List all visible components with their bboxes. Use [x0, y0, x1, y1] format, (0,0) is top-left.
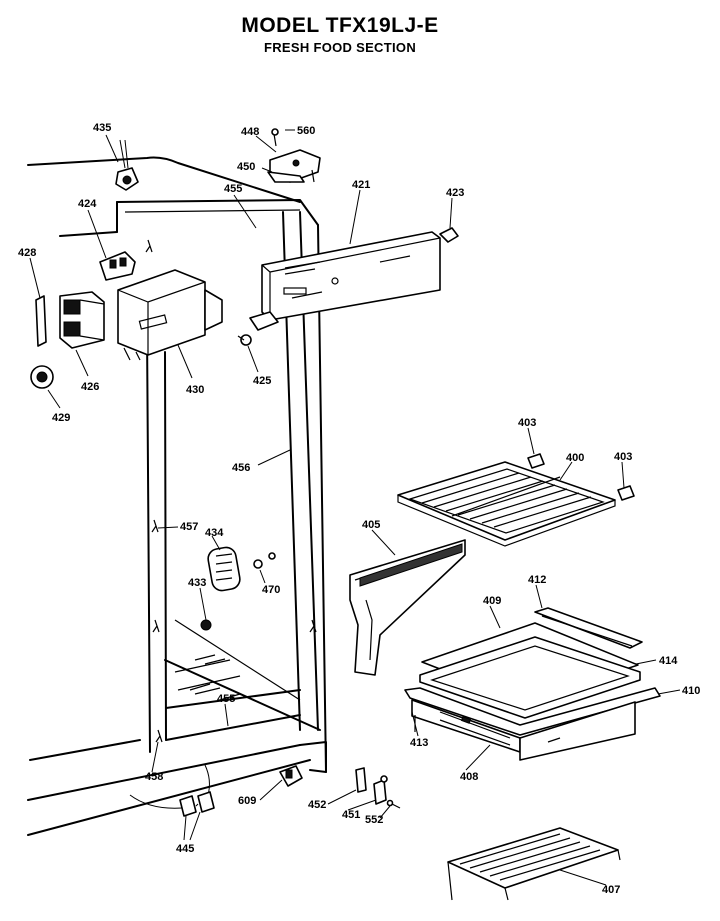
label-410: 410 [682, 685, 700, 697]
model-title: MODEL TFX19LJ-E [241, 14, 439, 37]
label-445: 445 [176, 843, 194, 855]
section-subtitle: FRESH FOOD SECTION [263, 40, 417, 55]
part-423-lamp [439, 227, 459, 243]
label-456: 456 [232, 462, 250, 474]
label-433: 433 [188, 577, 206, 589]
label-451: 451 [342, 809, 360, 821]
part-number-labels: 435 448 560 450 421 423 455 424 428 426 … [18, 122, 700, 896]
part-412-rail [534, 607, 643, 649]
part-552-screw [386, 799, 401, 809]
label-609: 609 [238, 795, 256, 807]
part-470-plug [253, 552, 276, 569]
part-430-control-housing [117, 269, 223, 361]
label-400: 400 [566, 452, 584, 464]
label-426: 426 [81, 381, 99, 393]
part-435-light-socket [115, 139, 139, 191]
part-433-screw [200, 619, 212, 631]
label-429: 429 [52, 412, 70, 424]
label-450: 450 [237, 161, 255, 173]
label-407: 407 [602, 884, 620, 896]
label-457: 457 [180, 521, 198, 533]
label-434: 434 [205, 527, 224, 539]
part-414-frame [419, 636, 641, 719]
label-435: 435 [93, 122, 111, 134]
part-405-pan-frame [349, 539, 466, 676]
label-458: 458 [145, 771, 163, 783]
label-448: 448 [241, 126, 259, 138]
part-426-light-housing [59, 291, 105, 349]
label-405: 405 [362, 519, 380, 531]
part-429-knob [30, 365, 54, 389]
part-452-clip [355, 767, 367, 793]
label-409: 409 [483, 595, 501, 607]
part-445-harness [179, 791, 215, 817]
label-552: 552 [365, 814, 383, 826]
part-400-wire-shelf [397, 461, 616, 547]
label-455-top: 455 [224, 183, 242, 195]
label-455-bottom: 455 [217, 693, 235, 705]
part-403-support-left [527, 453, 545, 469]
part-408-crisper-drawer [404, 687, 661, 761]
part-421-control-panel [249, 231, 441, 331]
label-414: 414 [659, 655, 678, 667]
cabinet-liner [27, 156, 327, 836]
label-421: 421 [352, 179, 370, 191]
part-609-switch [279, 765, 303, 787]
label-413: 413 [410, 737, 428, 749]
label-423: 423 [446, 187, 464, 199]
label-403-right: 403 [614, 451, 632, 463]
part-407-lower-shelf [447, 827, 621, 901]
label-452: 452 [308, 799, 326, 811]
label-424: 424 [78, 198, 97, 210]
label-403-left: 403 [518, 417, 536, 429]
leader-lines [29, 129, 681, 886]
label-428: 428 [18, 247, 36, 259]
part-425-screw [237, 334, 252, 346]
label-470: 470 [262, 584, 280, 596]
part-428-bracket [35, 295, 47, 347]
label-408: 408 [460, 771, 478, 783]
part-451-bracket [373, 775, 388, 805]
label-425: 425 [253, 375, 271, 387]
part-403-support-right [617, 485, 635, 501]
label-430: 430 [186, 384, 204, 396]
part-448-hinge [267, 128, 321, 183]
label-412: 412 [528, 574, 546, 586]
label-560: 560 [297, 125, 315, 137]
part-424-sensor [99, 251, 136, 281]
part-434-bracket [207, 546, 241, 592]
